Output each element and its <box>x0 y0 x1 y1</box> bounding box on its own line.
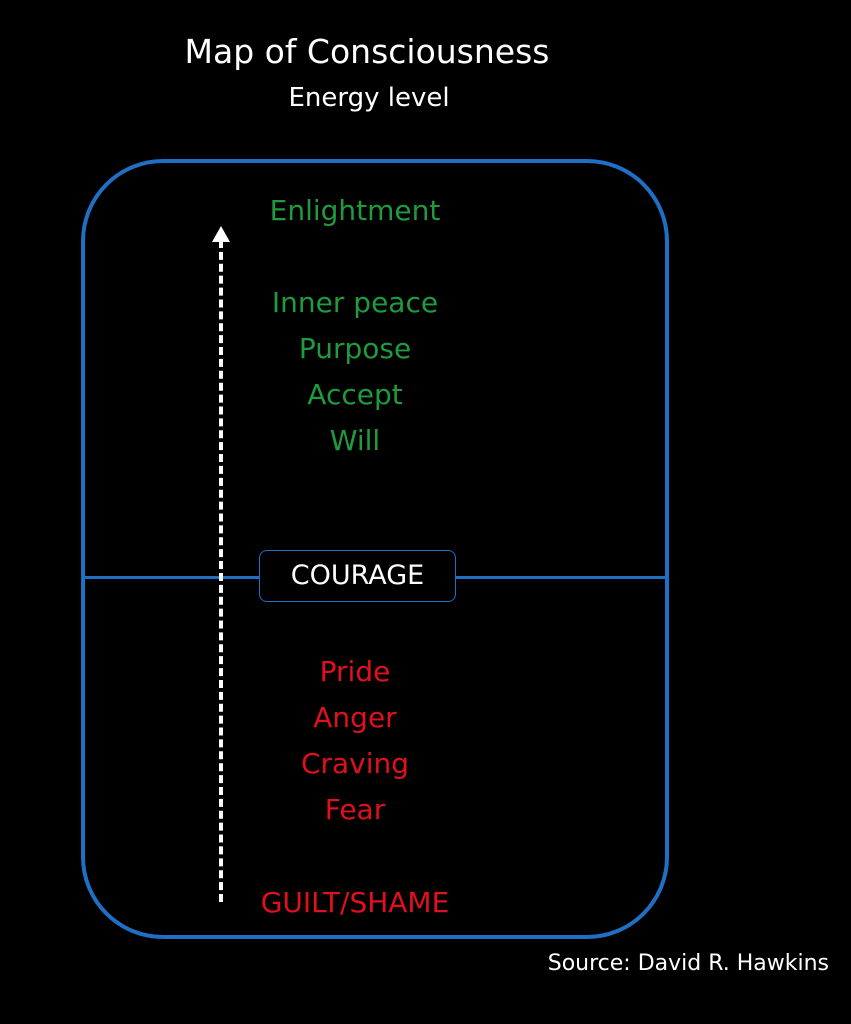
level-purpose: Purpose <box>298 332 412 365</box>
level-pride: Pride <box>319 655 391 688</box>
page-title: Map of Consciousness <box>184 32 550 71</box>
source-credit: Source: David R. Hawkins <box>547 951 829 976</box>
level-will: Will <box>329 424 381 457</box>
level-guilt-shame: GUILT/SHAME <box>260 886 450 919</box>
level-enlightment: Enlightment <box>269 194 441 227</box>
dashed-up-arrow-icon <box>212 226 230 242</box>
level-accept: Accept <box>307 378 403 411</box>
level-anger: Anger <box>313 701 397 734</box>
energy-arrow-shaft <box>219 240 223 902</box>
courage-threshold-box: COURAGE <box>259 550 456 602</box>
levels-frame <box>81 159 669 939</box>
page-subtitle: Energy level <box>288 83 450 113</box>
level-fear: Fear <box>324 793 386 826</box>
level-craving: Craving <box>300 747 410 780</box>
level-inner-peace: Inner peace <box>271 286 439 319</box>
